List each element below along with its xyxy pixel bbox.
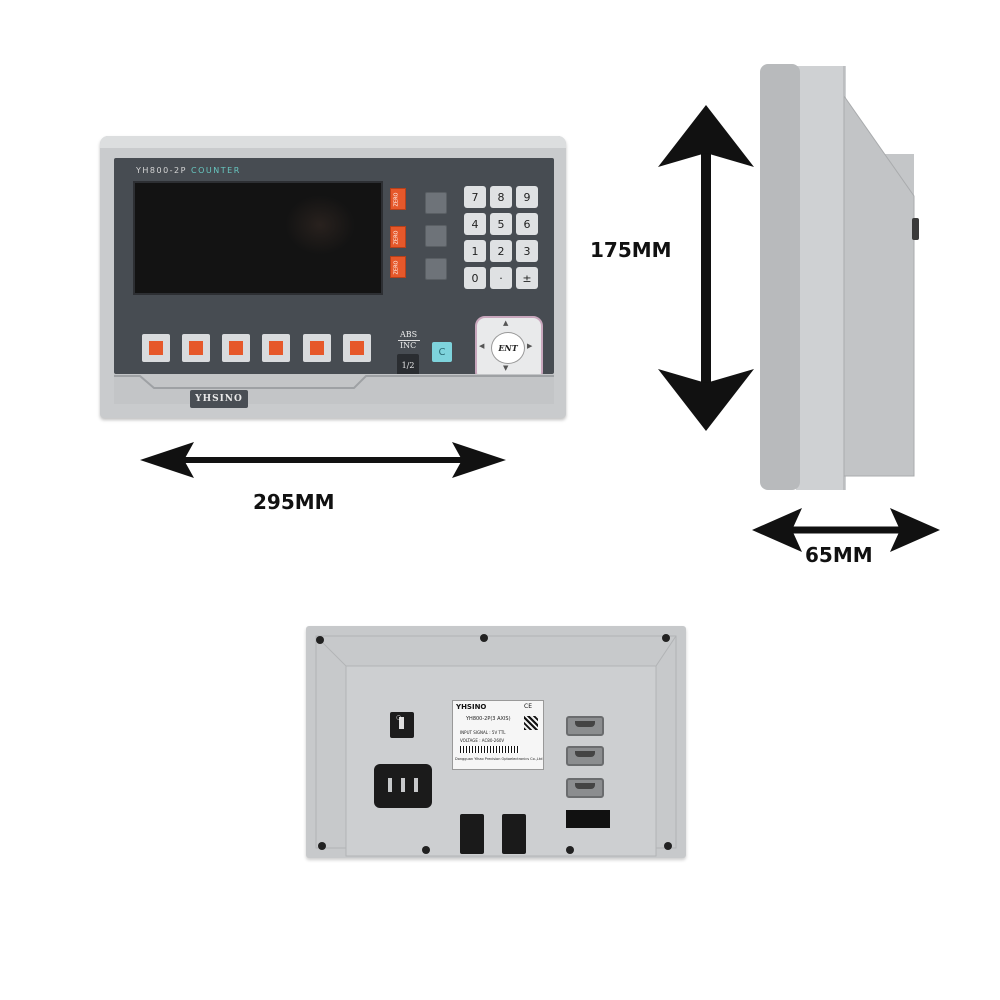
key-8[interactable]: 8 <box>490 186 512 208</box>
abs-label[interactable]: ABS <box>400 330 418 339</box>
screw-icon <box>480 634 488 642</box>
axis-button-x[interactable] <box>425 192 447 214</box>
spec-label-brand: YHSINO <box>456 703 487 711</box>
spec-label-input: INPUT SIGNAL : 5V TTL <box>460 730 506 735</box>
key-6[interactable]: 6 <box>516 213 538 235</box>
soft-key-3[interactable] <box>222 334 250 362</box>
key-2[interactable]: 2 <box>490 240 512 262</box>
switch-symbol: ○ <box>396 714 402 721</box>
half-key[interactable]: 1/2 <box>397 354 419 376</box>
soft-key-5[interactable] <box>303 334 331 362</box>
key-4[interactable]: 4 <box>464 213 486 235</box>
spec-label-voltage: VOLTAGE : AC80-260V <box>460 738 505 743</box>
power-socket[interactable] <box>374 764 432 808</box>
abs-inc-divider <box>398 340 420 341</box>
enter-key[interactable]: ENT <box>491 332 525 364</box>
qr-code-icon <box>524 716 538 730</box>
key-plus-minus[interactable]: ± <box>516 267 538 289</box>
soft-key-6[interactable] <box>343 334 371 362</box>
axis-port-2[interactable] <box>566 746 604 766</box>
clear-key[interactable]: C <box>432 342 452 362</box>
axis-port-3[interactable] <box>566 778 604 798</box>
screw-icon <box>318 842 326 850</box>
side-view-knob <box>912 218 919 240</box>
key-0[interactable]: 0 <box>464 267 486 289</box>
screw-icon <box>662 634 670 642</box>
width-arrow-icon <box>140 442 506 478</box>
model-label: YH800-2P COUNTER <box>136 166 241 175</box>
key-3[interactable]: 3 <box>516 240 538 262</box>
arrow-left-icon[interactable]: ◀ <box>479 342 485 350</box>
screw-icon <box>422 846 430 854</box>
key-1[interactable]: 1 <box>464 240 486 262</box>
screw-icon <box>664 842 672 850</box>
width-dimension-label: 295MM <box>253 490 335 514</box>
soft-key-1[interactable] <box>142 334 170 362</box>
height-arrow-icon <box>658 105 754 431</box>
side-view-profile <box>843 66 915 490</box>
zero-button-y[interactable]: ZERO <box>390 226 406 248</box>
axis-button-y[interactable] <box>425 225 447 247</box>
depth-arrow-icon <box>752 508 940 552</box>
axis-port-1[interactable] <box>566 716 604 736</box>
key-9[interactable]: 9 <box>516 186 538 208</box>
brand-logo: YHSINO <box>190 390 248 408</box>
arrow-up-icon[interactable]: ▲ <box>503 319 509 327</box>
key-decimal[interactable]: · <box>490 267 512 289</box>
spec-label-model: YH800-2P(3 AXIS) <box>466 716 511 722</box>
port-slot[interactable] <box>566 810 610 828</box>
soft-key-4[interactable] <box>262 334 290 362</box>
mounting-bracket-left <box>460 814 484 854</box>
display-screen <box>133 181 383 295</box>
ce-mark: CE <box>524 703 532 710</box>
inc-label[interactable]: INC <box>400 341 417 350</box>
screw-icon <box>566 846 574 854</box>
depth-dimension-label: 65MM <box>805 543 873 567</box>
arrow-right-icon[interactable]: ▶ <box>527 342 533 350</box>
zero-button-z[interactable]: ZERO <box>390 256 406 278</box>
screw-icon <box>316 636 324 644</box>
front-trim-swoosh <box>114 375 554 389</box>
mounting-bracket-right <box>502 814 526 854</box>
model-label-main: YH800-2P <box>136 166 187 175</box>
barcode-icon <box>460 746 520 753</box>
zero-button-x[interactable]: ZERO <box>390 188 406 210</box>
axis-button-z[interactable] <box>425 258 447 280</box>
side-view-front-bezel <box>760 64 800 490</box>
key-7[interactable]: 7 <box>464 186 486 208</box>
height-dimension-label: 175MM <box>590 238 672 262</box>
key-5[interactable]: 5 <box>490 213 512 235</box>
soft-key-2[interactable] <box>182 334 210 362</box>
spec-label-maker: Dongguan Yihao Precision Optoelectronics… <box>455 757 543 761</box>
power-switch[interactable] <box>390 712 414 738</box>
side-view-body <box>796 66 846 490</box>
model-label-accent: COUNTER <box>191 166 241 175</box>
arrow-down-icon[interactable]: ▼ <box>503 364 509 372</box>
spec-label <box>452 700 544 770</box>
